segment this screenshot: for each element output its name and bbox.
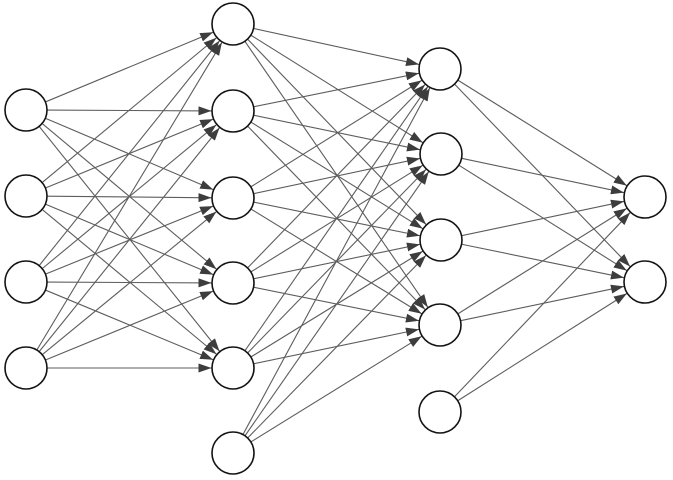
edge-h2-g2 bbox=[253, 114, 421, 152]
edge-h1-g2 bbox=[250, 34, 424, 144]
edge-h6-g4 bbox=[250, 335, 422, 443]
edge-h1-g3 bbox=[247, 38, 427, 225]
node-g1 bbox=[418, 47, 462, 91]
node-i1 bbox=[4, 88, 48, 132]
edge-g5-o2 bbox=[457, 293, 628, 402]
node-h6 bbox=[211, 431, 255, 475]
edge-h1-g4 bbox=[244, 40, 429, 308]
edge-i4-h1 bbox=[36, 42, 223, 351]
node-i3 bbox=[4, 260, 48, 304]
edge-h1-g1 bbox=[253, 27, 420, 67]
node-i4 bbox=[4, 346, 48, 390]
node-g2 bbox=[419, 132, 463, 176]
node-o1 bbox=[623, 175, 667, 219]
node-h4 bbox=[211, 261, 255, 305]
edge-g2-o2 bbox=[458, 164, 628, 272]
edge-g4-o1 bbox=[457, 207, 628, 315]
edge-i4-h3 bbox=[41, 211, 217, 356]
edge-g5-o1 bbox=[454, 212, 631, 398]
edge-h5-g1 bbox=[244, 86, 429, 352]
node-h2 bbox=[211, 89, 255, 133]
edge-i4-h2 bbox=[38, 127, 220, 352]
node-g5 bbox=[418, 390, 462, 434]
edge-g4-o2 bbox=[460, 284, 625, 322]
node-h1 bbox=[211, 2, 255, 46]
edge-h6-g3 bbox=[247, 254, 427, 439]
node-g4 bbox=[418, 303, 462, 347]
node-g3 bbox=[419, 218, 463, 262]
edge-i4-h4 bbox=[45, 290, 214, 361]
nodes-group bbox=[4, 2, 667, 475]
edge-i1-h1 bbox=[45, 31, 214, 103]
edge-i1-h5 bbox=[38, 126, 220, 352]
edge-h6-g2 bbox=[244, 171, 430, 437]
edge-i2-h1 bbox=[41, 37, 217, 184]
edge-h3-g1 bbox=[250, 79, 423, 188]
node-h3 bbox=[211, 176, 255, 220]
edge-i3-h5 bbox=[45, 289, 214, 361]
edge-h6-g1 bbox=[242, 87, 431, 435]
edge-h2-g1 bbox=[253, 71, 420, 108]
edge-g1-o1 bbox=[457, 79, 628, 187]
edge-h4-g1 bbox=[247, 84, 426, 269]
edge-i3-h1 bbox=[38, 40, 220, 266]
node-h5 bbox=[211, 346, 255, 390]
node-o2 bbox=[623, 260, 667, 304]
edge-g2-o1 bbox=[461, 157, 625, 195]
edge-i2-h5 bbox=[41, 208, 217, 355]
edges-group bbox=[36, 27, 631, 443]
node-i2 bbox=[4, 174, 48, 218]
edge-g3-o1 bbox=[461, 199, 625, 237]
